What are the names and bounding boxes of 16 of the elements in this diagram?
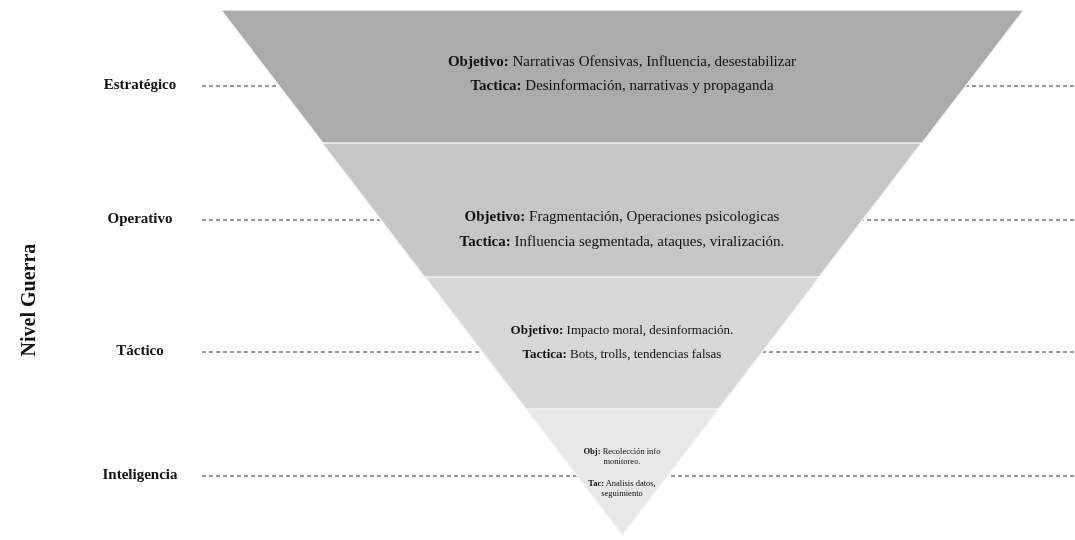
level-label: Operativo [107, 210, 173, 227]
pyramid-tier [322, 143, 922, 277]
pyramid-tier [220, 10, 1024, 143]
tier-text: Tactica: Bots, trolls, tendencias falsas [521, 346, 723, 362]
tier-text: Tactica: Influencia segmentada, ataques, viralización. [458, 232, 786, 250]
tier-text: Obj: Recolección info monitoreo. [582, 446, 662, 467]
level-label: Inteligencia [102, 466, 178, 483]
tier-text: Objetivo: Fragmentación, Operaciones psicologicas [463, 207, 781, 225]
level-label: Estratégico [103, 76, 177, 93]
tier-text: Objetivo: Narrativas Ofensivas, Influencia, desestabilizar [446, 52, 798, 70]
tier-text: Tac: Analisis datos, seguimiento [587, 478, 657, 499]
axis-title: Nivel Guerra [16, 243, 40, 357]
tier-text: Objetivo: Impacto moral, desinformación. [509, 322, 735, 338]
level-label: Táctico [116, 342, 164, 359]
tier-text: Tactica: Desinformación, narrativas y propaganda [469, 76, 775, 94]
pyramid-tier [424, 277, 820, 409]
